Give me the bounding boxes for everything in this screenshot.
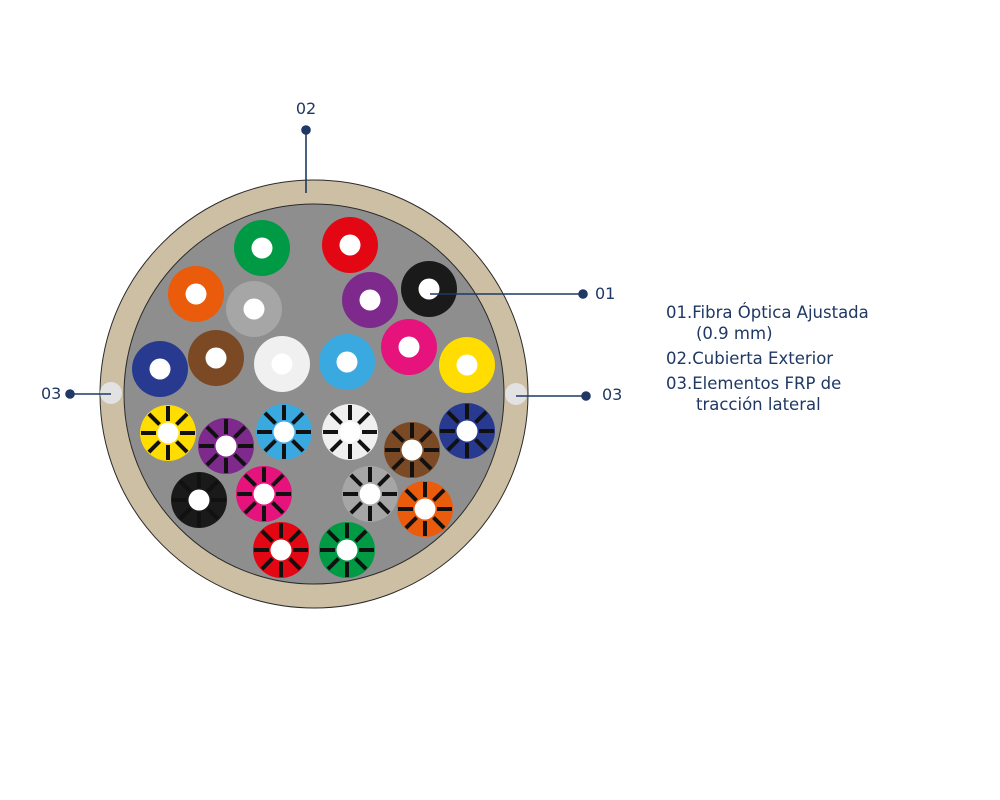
striped-fiber-brown <box>384 422 440 478</box>
striped-fiber-yellow <box>140 405 196 461</box>
tight-buffered-fiber-rose <box>381 319 437 375</box>
legend: 01.Fibra Óptica Ajustada (0.9 mm) 02.Cub… <box>666 302 926 419</box>
striped-fiber-rose <box>236 466 292 522</box>
striped-fiber-violet <box>198 418 254 474</box>
tight-buffered-fiber-gray <box>226 281 282 337</box>
tight-buffered-fiber-orange <box>168 266 224 322</box>
tight-buffered-fiber-blue <box>132 341 188 397</box>
tight-buffered-fiber-aqua <box>319 334 375 390</box>
striped-fiber-blue <box>439 403 495 459</box>
frp-element-right <box>505 383 527 405</box>
striped-fiber-black <box>171 472 227 528</box>
callout-leaders <box>65 125 591 401</box>
legend-label: 03.Elementos FRP de <box>666 374 842 393</box>
striped-fiber-white <box>322 404 378 460</box>
cable-core <box>123 203 505 585</box>
leader-dot-jacket <box>301 125 311 135</box>
leader-dot-frp-left <box>65 389 75 399</box>
striped-fiber-green <box>319 522 375 578</box>
callout-number-jacket: 02 <box>296 99 316 118</box>
legend-item-frp: 03.Elementos FRP de tracción lateral <box>666 373 926 415</box>
tight-buffered-fiber-brown <box>188 330 244 386</box>
frp-element-left <box>100 382 122 404</box>
tight-buffered-fiber-green <box>234 220 290 276</box>
striped-fiber-red <box>253 522 309 578</box>
tight-buffered-fiber-black <box>401 261 457 317</box>
legend-sublabel: (0.9 mm) <box>696 324 773 343</box>
callout-number-frp-right: 03 <box>602 385 622 404</box>
leader-dot-fiber <box>578 289 588 299</box>
tight-buffered-fiber-red <box>322 217 378 273</box>
callout-number-frp-left: 03 <box>41 384 61 403</box>
legend-item-fiber: 01.Fibra Óptica Ajustada (0.9 mm) <box>666 302 926 344</box>
legend-item-jacket: 02.Cubierta Exterior <box>666 348 926 369</box>
tight-buffered-fiber-yellow <box>439 337 495 393</box>
legend-sublabel: tracción lateral <box>696 395 821 414</box>
tight-buffered-fiber-violet <box>342 272 398 328</box>
callout-number-fiber: 01 <box>595 284 615 303</box>
striped-fiber-orange <box>397 481 453 537</box>
striped-fiber-aqua <box>256 404 312 460</box>
legend-label: 02.Cubierta Exterior <box>666 349 834 368</box>
leader-dot-frp-right <box>581 391 591 401</box>
fiber-group <box>132 217 495 578</box>
legend-label: 01.Fibra Óptica Ajustada <box>666 303 869 322</box>
tight-buffered-fiber-white <box>254 336 310 392</box>
striped-fiber-gray <box>342 466 398 522</box>
